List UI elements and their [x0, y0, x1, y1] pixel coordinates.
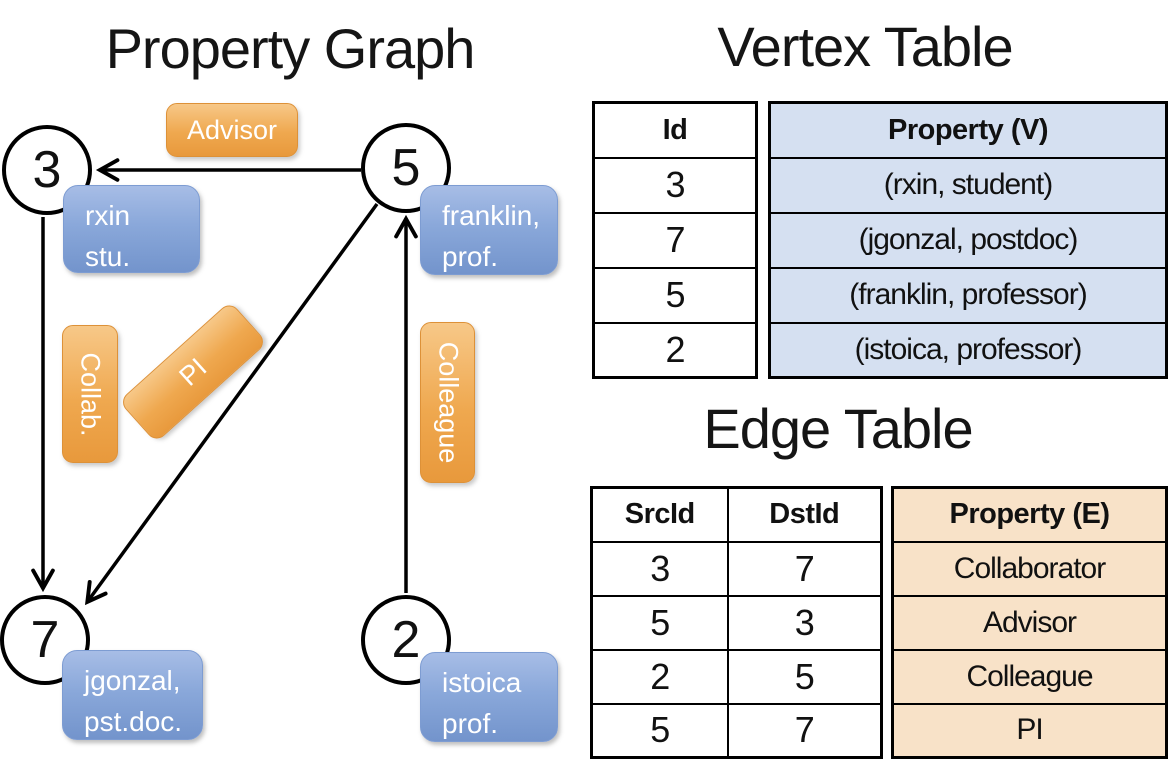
- edge-dstid-cell: 7: [726, 702, 883, 759]
- edge-dstid-cell: 3: [726, 594, 883, 651]
- edge-property-cell: Collaborator: [891, 540, 1168, 597]
- edge-label-advisor: Advisor: [166, 103, 298, 157]
- vertex-id-cell: 2: [592, 321, 758, 379]
- vertex-id-cell: 3: [592, 156, 758, 214]
- edge-label-pi-text: PI: [173, 351, 213, 392]
- node-2-id: 2: [391, 611, 421, 669]
- edge-label-collab: Collab.: [62, 325, 118, 463]
- edge-label-collab-text: Collab.: [75, 351, 106, 437]
- edge-dstid-cell: 7: [726, 540, 883, 597]
- node-property-box-rxin: rxin stu.: [63, 185, 200, 273]
- graph-node-2: 2: [361, 595, 451, 685]
- edge-srcid-cell: 2: [590, 648, 729, 705]
- graph-node-5: 5: [361, 123, 451, 213]
- node-property-line: stu.: [85, 240, 131, 272]
- graph-edges-layer: [31, 158, 418, 606]
- vertex-property-cell: (rxin, student): [768, 156, 1168, 214]
- edge-dstid-cell: 5: [726, 648, 883, 705]
- node-property-line: jgonzal,: [84, 665, 181, 696]
- edge-property-cell: PI: [891, 702, 1168, 759]
- edge-label-colleague: Colleague: [420, 322, 475, 483]
- edge-srcid-cell: 5: [590, 702, 729, 759]
- edge-srcid-cell: 3: [590, 540, 729, 597]
- node-property-line: prof.: [442, 240, 499, 272]
- vertex-table-id-column: Id 3 7 5 2: [592, 101, 758, 379]
- vertex-property-cell: (jgonzal, postdoc): [768, 211, 1168, 269]
- edge-label-advisor-text: Advisor: [186, 114, 278, 145]
- node-property-line: pst.doc.: [84, 705, 183, 737]
- edge-pi-5-to-7: [84, 202, 379, 606]
- node-property-line: rxin: [85, 200, 131, 231]
- edge-srcid-cell: 5: [590, 594, 729, 651]
- edge-table-header-srcid: SrcId: [590, 486, 729, 543]
- vertex-property-cell: (franklin, professor): [768, 266, 1168, 324]
- node-property-line: franklin,: [442, 200, 541, 231]
- vertex-property-cell: (istoica, professor): [768, 321, 1168, 379]
- vertex-id-cell: 5: [592, 266, 758, 324]
- node-property-line: istoica: [442, 667, 522, 698]
- node-5-id: 5: [391, 139, 421, 197]
- edge-table-header-dstid: DstId: [726, 486, 883, 543]
- vertex-table-header-id: Id: [592, 101, 758, 159]
- edge-table-header-property: Property (E): [891, 486, 1168, 543]
- edge-property-cell: Colleague: [891, 648, 1168, 705]
- edge-label-colleague-text: Colleague: [433, 341, 463, 464]
- vertex-table-header-property: Property (V): [768, 101, 1168, 159]
- node-property-box-istoica: istoica prof.: [420, 652, 558, 742]
- node-property-box-jgonzal: jgonzal, pst.doc.: [62, 650, 203, 740]
- edge-table-id-columns: SrcId DstId 3 7 5 3 2 5 5 7: [590, 486, 883, 759]
- edge-table-title: Edge Table: [703, 397, 973, 460]
- vertex-table-title: Vertex Table: [717, 15, 1013, 78]
- property-graph-title: Property Graph: [105, 17, 476, 80]
- node-property-line: prof.: [442, 707, 499, 739]
- vertex-id-cell: 7: [592, 211, 758, 269]
- vertex-table-property-column: Property (V) (rxin, student) (jgonzal, p…: [768, 101, 1168, 379]
- node-3-id: 3: [32, 141, 62, 199]
- edge-property-cell: Advisor: [891, 594, 1168, 651]
- edge-table-property-column: Property (E) Collaborator Advisor Collea…: [891, 486, 1168, 759]
- node-7-id: 7: [30, 611, 60, 669]
- node-property-box-franklin: franklin, prof.: [420, 185, 558, 275]
